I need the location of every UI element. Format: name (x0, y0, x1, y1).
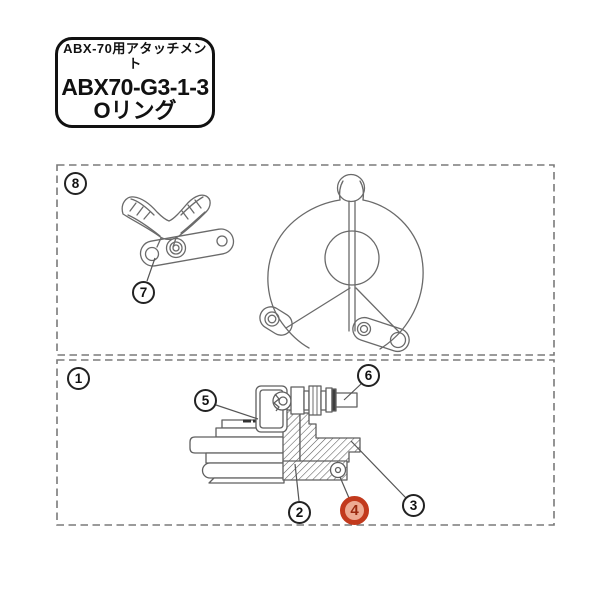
leader-line-6 (343, 383, 362, 401)
cross-section-drawing (189, 385, 361, 484)
callout-panel-8: 8 (64, 172, 87, 195)
leader-line-2 (294, 463, 300, 502)
o-ring-shape (329, 461, 347, 479)
callout-part-5: 5 (194, 389, 217, 412)
leader-lines-lower (215, 383, 407, 502)
callout-panel-1: 1 (67, 367, 90, 390)
leader-line-5 (215, 404, 259, 420)
callout-part-6: 6 (357, 364, 380, 387)
title-part-number: ABX70-G3-1-3 (61, 73, 209, 100)
upper-panel-border (56, 164, 555, 356)
wide-plate (189, 436, 285, 454)
coupler-plug-shape (290, 385, 358, 416)
callout-part-2: 2 (288, 501, 311, 524)
callout-part-4-highlighted: 4 (340, 496, 369, 525)
clamp-plate-drawing (259, 173, 424, 353)
roller-attachment-drawing (121, 194, 235, 267)
leader-line-7 (146, 257, 156, 282)
leader-line-4 (339, 476, 350, 499)
base-plate-section (282, 460, 348, 481)
leader-line-3 (350, 440, 407, 499)
callout-part-3: 3 (402, 494, 425, 517)
flange-section (299, 412, 361, 463)
lower-panel-border (56, 359, 555, 526)
callout-part-7: 7 (132, 281, 155, 304)
title-box: ABX-70用アタッチメント ABX70-G3-1-3 Oリング (55, 37, 215, 128)
title-part-name: Oリング (93, 97, 177, 123)
title-subtitle: ABX-70用アタッチメント (63, 40, 207, 71)
